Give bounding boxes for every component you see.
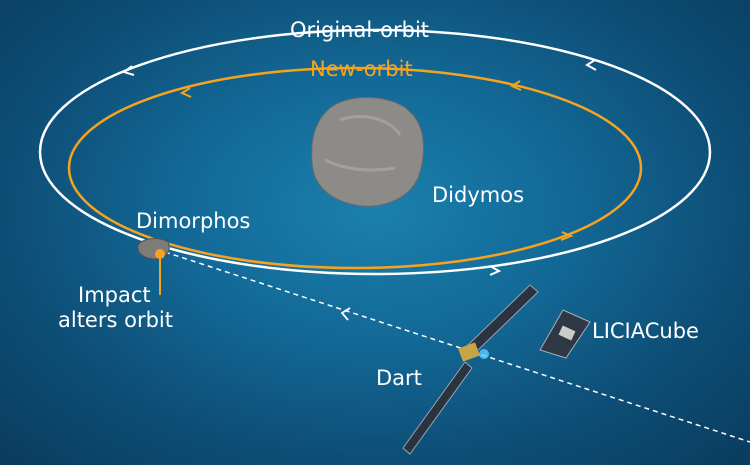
impact-point — [155, 249, 165, 259]
new-orbit-label: New-orbit — [310, 57, 413, 81]
liciacube-satellite — [539, 309, 591, 359]
original-orbit-label: Original-orbit — [290, 18, 430, 42]
impact-label-line2: alters orbit — [58, 308, 173, 332]
dimorphos-label: Dimorphos — [136, 209, 251, 233]
orbit-arrows — [121, 59, 597, 276]
dart-label: Dart — [376, 366, 422, 390]
trajectory-arrow — [340, 307, 351, 321]
dart-trajectory — [164, 251, 750, 443]
impact-label: Impact — [78, 283, 151, 307]
original-orbit-path — [38, 28, 712, 276]
dart-spacecraft — [402, 284, 539, 455]
new-orbit-path — [67, 66, 643, 270]
didymos-label: Didymos — [432, 183, 525, 207]
didymos-asteroid — [311, 97, 424, 207]
liciacube-label: LICIACube — [592, 319, 699, 343]
